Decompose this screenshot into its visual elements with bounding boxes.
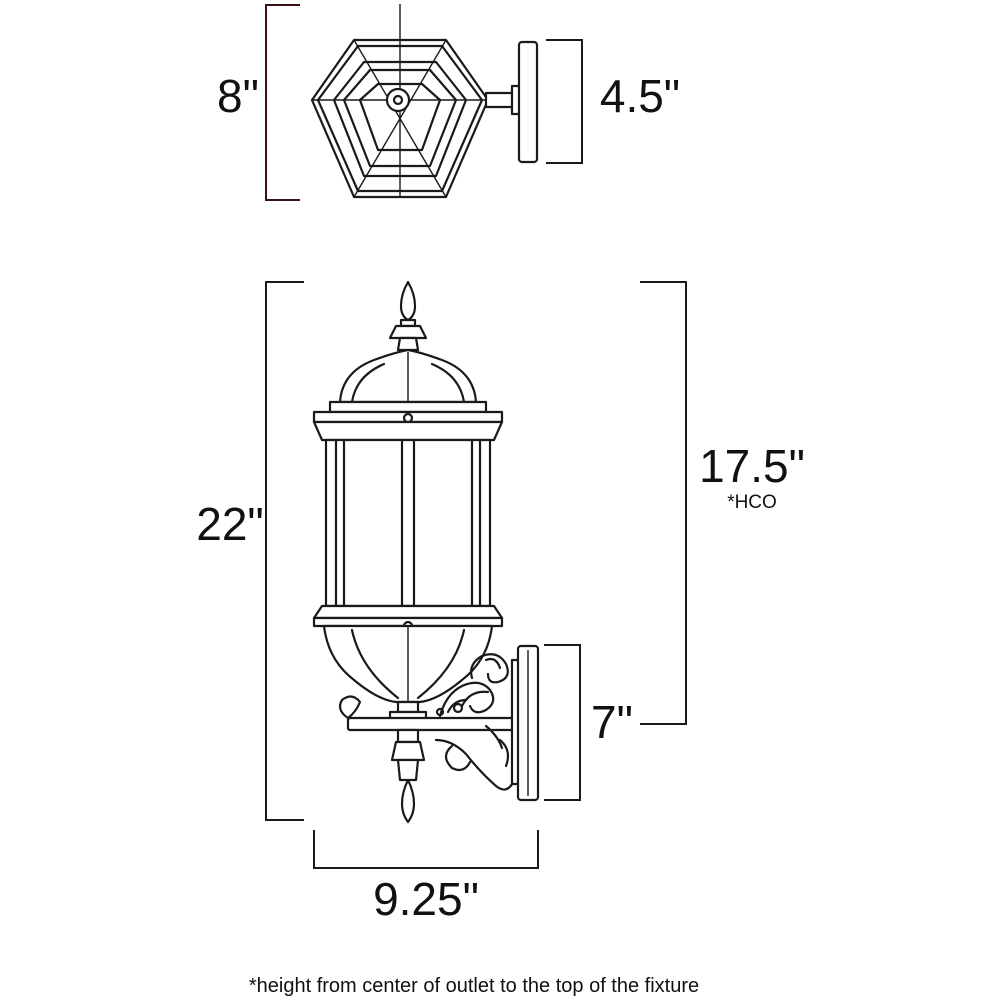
top-view: 8" 4.5" xyxy=(217,4,680,201)
backplate-bracket xyxy=(544,644,581,801)
footnote: *height from center of outlet to the top… xyxy=(249,975,699,997)
hco-bracket xyxy=(640,281,687,725)
width-bracket xyxy=(313,830,539,869)
height-label: 22" xyxy=(196,498,264,550)
backplate-label: 7" xyxy=(591,696,633,748)
side-view: 22" 17.5" *HCO 7" 9.25" xyxy=(196,280,805,925)
top-width-label: 8" xyxy=(217,70,259,122)
top-depth-bracket xyxy=(546,39,583,164)
top-wall-mount xyxy=(484,40,539,164)
height-bracket xyxy=(265,281,304,821)
top-depth-label: 4.5" xyxy=(600,70,680,122)
lantern-top-hexagon xyxy=(310,4,490,199)
wall-backplate xyxy=(510,644,540,802)
lantern-side xyxy=(312,280,520,824)
top-width-bracket xyxy=(265,4,300,201)
hco-tag: *HCO xyxy=(727,492,777,513)
scroll-arm xyxy=(434,653,514,791)
hco-label: 17.5" xyxy=(699,440,805,492)
width-label: 9.25" xyxy=(373,873,479,925)
